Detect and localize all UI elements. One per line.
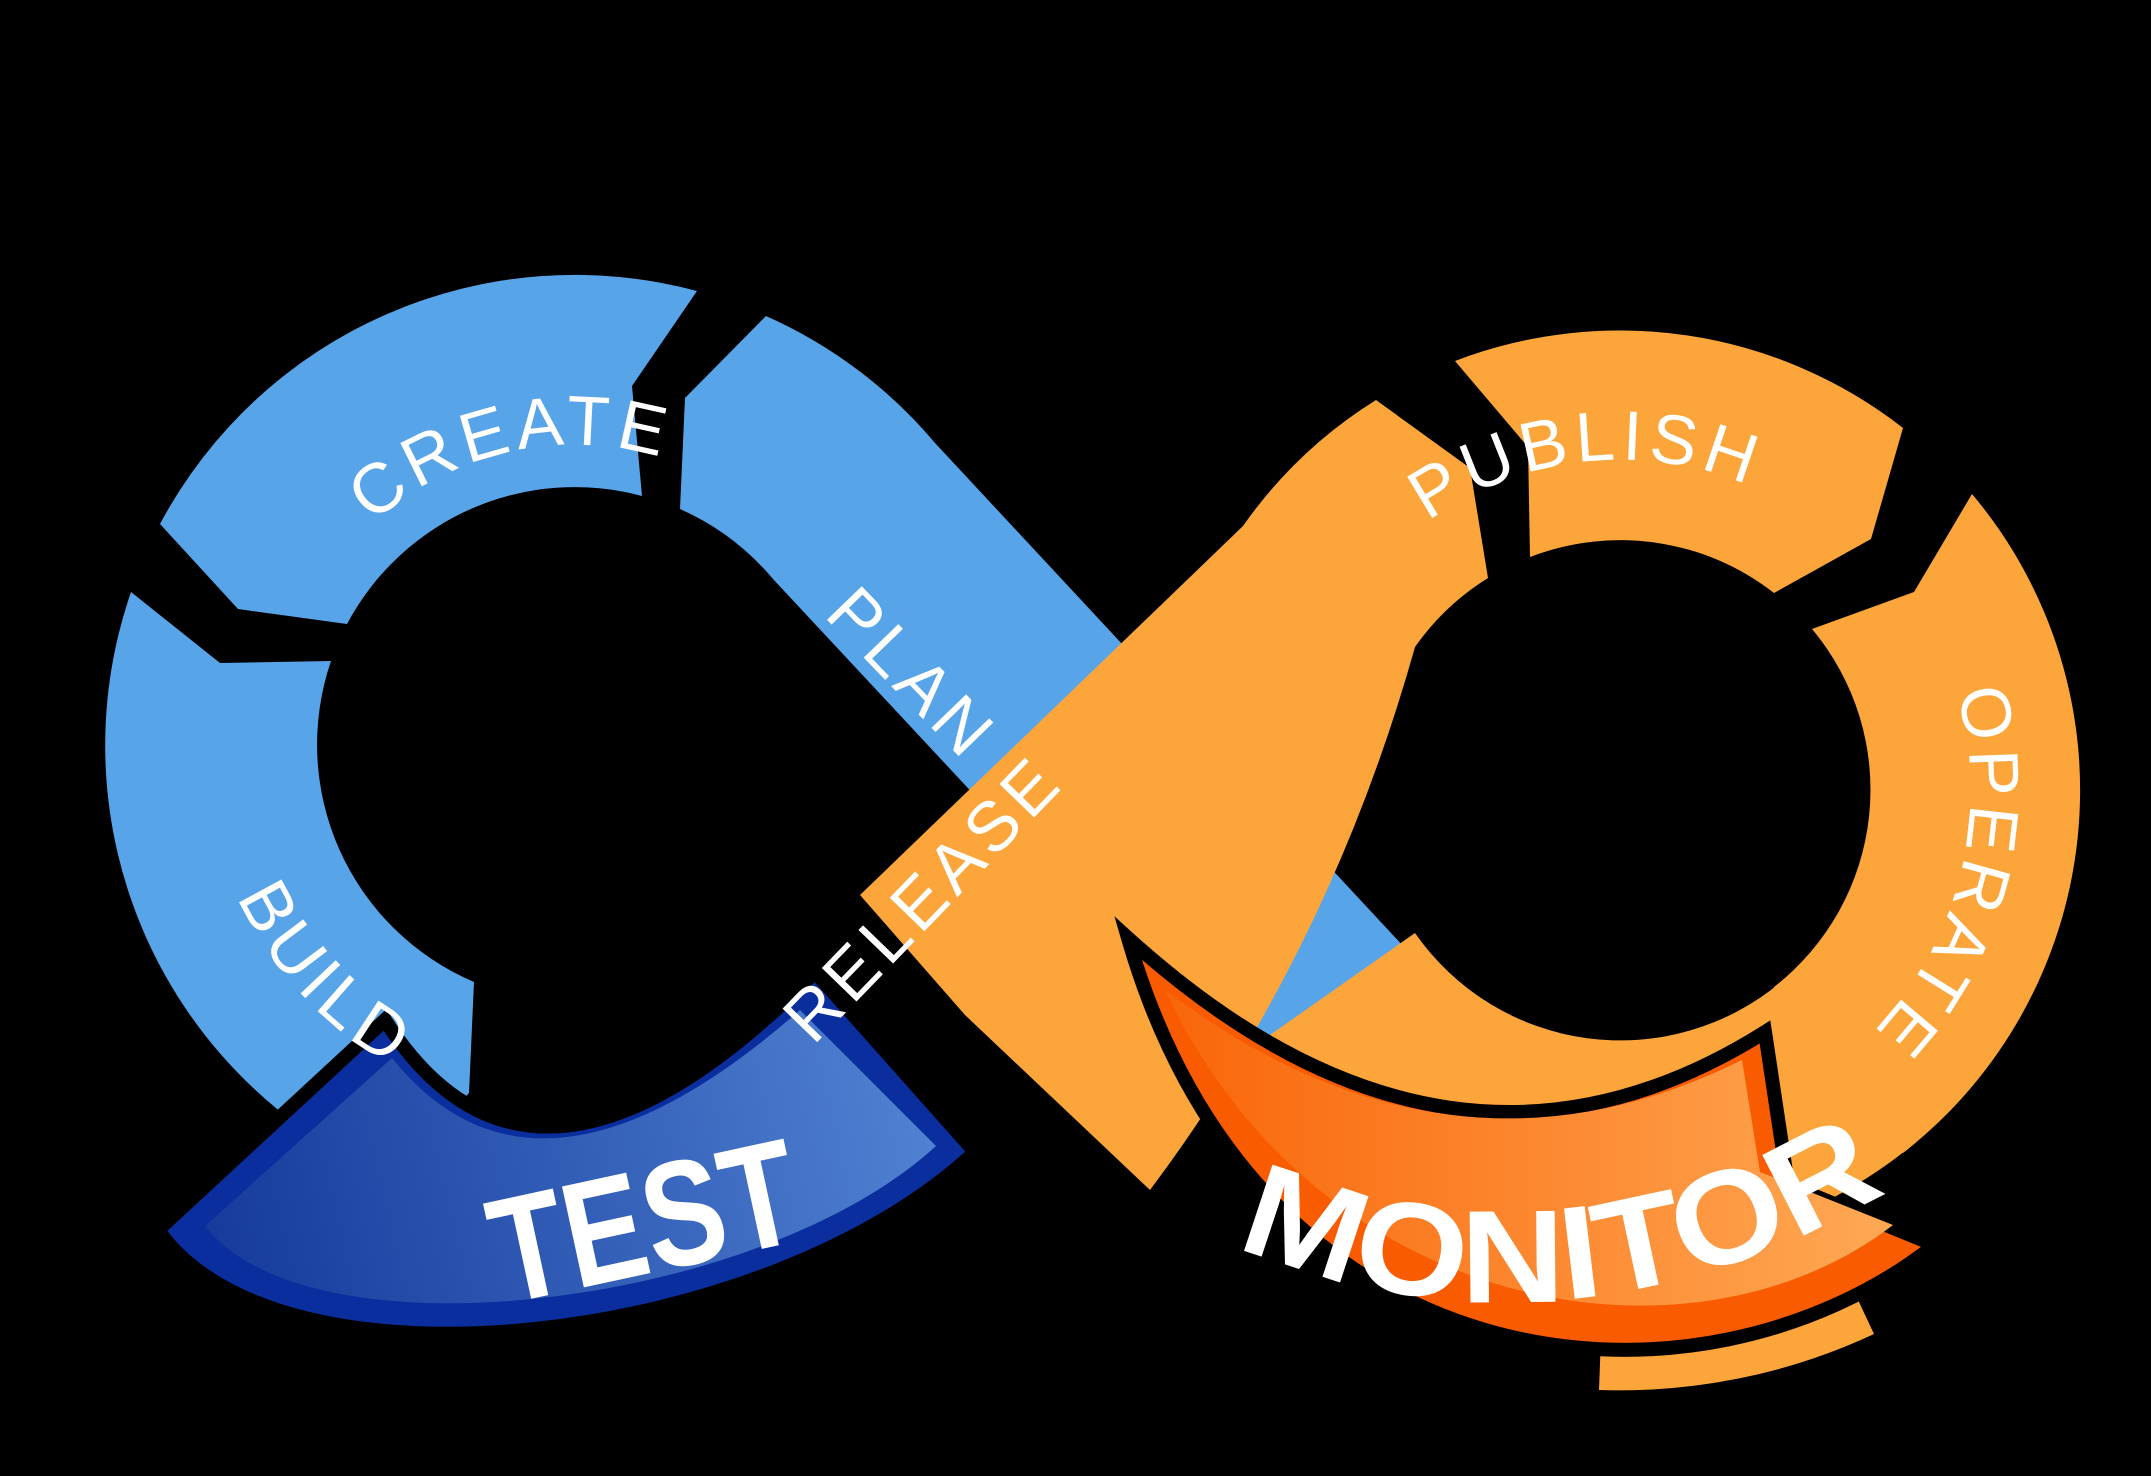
- monitor-banner: [1114, 916, 1949, 1357]
- segment-create-shape: [160, 274, 697, 624]
- segment-publish-shape: [1455, 330, 1903, 593]
- monitor-banner-panel: [1165, 990, 1893, 1306]
- segment-operate-shape: [1774, 494, 2081, 1153]
- test-banner: [148, 961, 985, 1341]
- segment-release-shape: [860, 400, 1488, 1190]
- test-banner-panel: [205, 1010, 936, 1304]
